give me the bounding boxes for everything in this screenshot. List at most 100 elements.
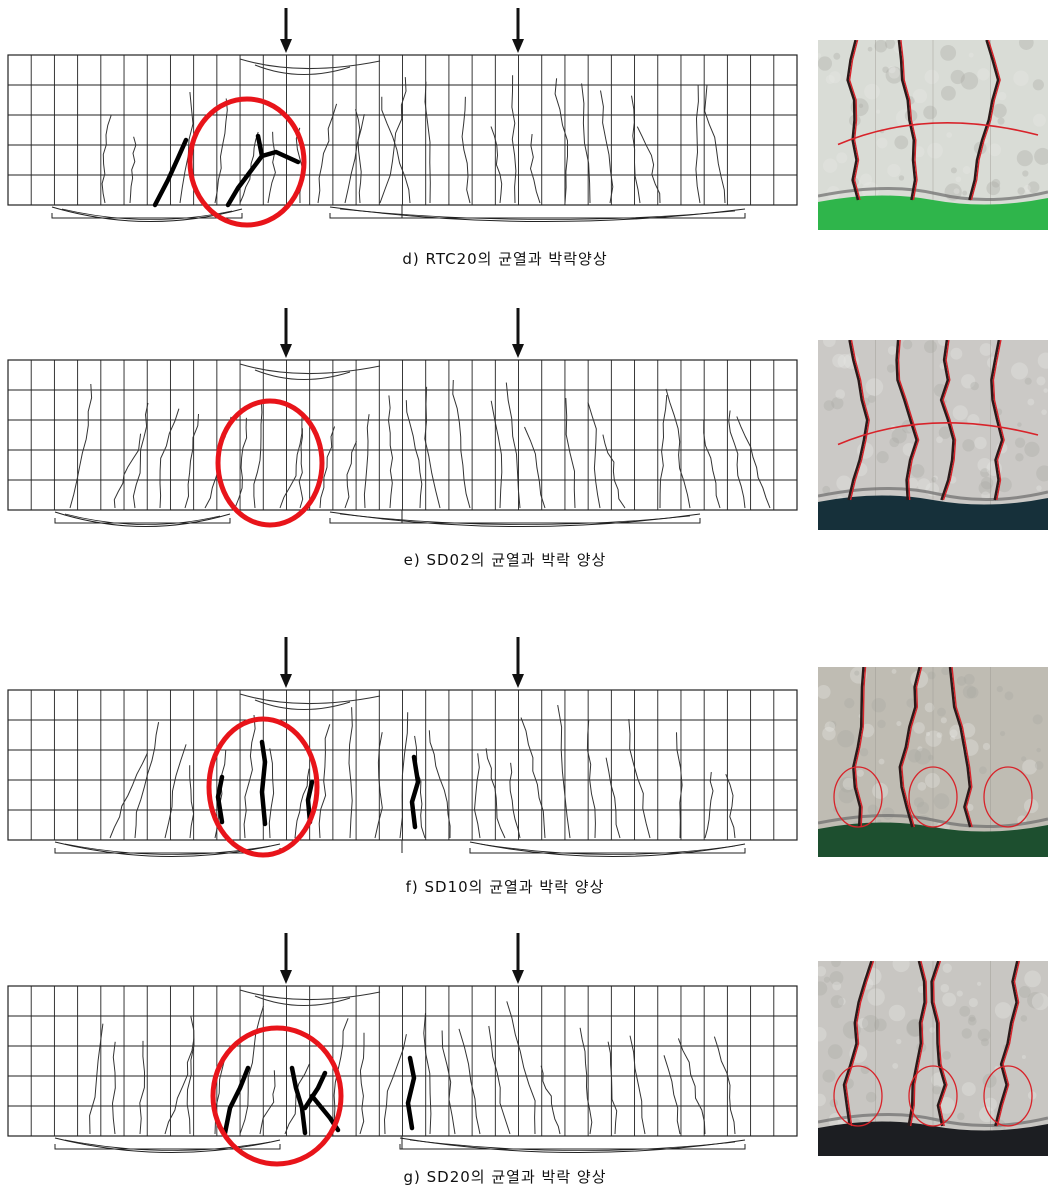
spalled-bottom (818, 822, 1048, 857)
surface-texture (927, 671, 936, 680)
crack-line (602, 434, 626, 509)
crushing-crack (254, 699, 351, 710)
surface-texture (917, 478, 931, 492)
deflection-curve (339, 208, 736, 220)
surface-texture (968, 997, 978, 1008)
surface-texture (829, 971, 844, 985)
spalling-crack (289, 1065, 308, 1136)
surface-texture (1036, 747, 1041, 753)
surface-texture (1025, 189, 1031, 194)
surface-texture (1004, 691, 1014, 701)
surface-texture (823, 976, 831, 983)
surface-texture (981, 491, 990, 501)
crack-line (379, 77, 407, 204)
surface-texture (822, 726, 836, 741)
crack-line (159, 408, 180, 509)
surface-texture (888, 67, 900, 79)
surface-texture (924, 772, 940, 789)
crack-line (374, 732, 383, 839)
surface-texture (940, 44, 957, 61)
surface-texture (1017, 187, 1025, 195)
surface-texture (960, 72, 979, 90)
spall-outline (54, 518, 231, 524)
crack-line (134, 722, 160, 839)
surface-texture (925, 730, 942, 747)
surface-texture (867, 395, 876, 403)
surface-texture (898, 175, 905, 181)
photo-crack (895, 340, 918, 501)
surface-texture (938, 1096, 955, 1114)
surface-texture (818, 1093, 826, 1107)
surface-texture (876, 137, 888, 149)
surface-texture (828, 71, 841, 84)
surface-texture (1041, 409, 1047, 415)
surface-texture (1032, 79, 1044, 91)
surface-texture (988, 143, 1002, 157)
crack-line (676, 732, 683, 839)
crack-line (184, 413, 199, 509)
surface-texture (1031, 993, 1048, 1011)
load-arrow-icon (512, 674, 524, 688)
surface-texture (888, 65, 896, 74)
surface-texture (961, 374, 976, 389)
surface-texture (963, 673, 975, 685)
surface-texture (857, 1017, 869, 1029)
spalled-bottom (818, 495, 1048, 530)
crack-line (234, 417, 248, 509)
surface-texture (839, 776, 856, 793)
crack-line (414, 735, 426, 839)
crack-line (461, 96, 471, 204)
surface-texture (874, 40, 888, 53)
surface-texture (966, 803, 974, 812)
photo-crack (930, 961, 947, 1127)
surface-texture (937, 707, 946, 717)
surface-texture (896, 720, 902, 727)
caption-e: e) SD02의 균열과 박락 양상 (403, 551, 607, 569)
spalling-highlight-circle (210, 1025, 344, 1167)
surface-texture (871, 698, 886, 713)
surface-texture (822, 158, 838, 173)
crack-line (139, 1040, 146, 1135)
crack-line (344, 441, 357, 509)
load-arrow-icon (512, 344, 524, 358)
surface-texture (818, 56, 833, 71)
surface-texture (978, 481, 993, 495)
surface-texture (829, 1098, 838, 1108)
crushing-crack (254, 369, 351, 380)
surface-texture (818, 1026, 827, 1042)
surface-texture (955, 176, 962, 183)
surface-texture (836, 152, 848, 164)
load-arrow-icon (512, 39, 524, 53)
crack-line (509, 762, 521, 839)
spalling-crack (405, 1055, 417, 1131)
crack-line (179, 92, 194, 204)
marker-loop (908, 1065, 958, 1127)
spall-outline (54, 1144, 281, 1150)
photo-crack (897, 40, 917, 201)
surface-texture (962, 166, 971, 175)
marker-loop (983, 766, 1033, 828)
surface-texture (854, 670, 860, 676)
crack-line (659, 394, 668, 509)
spalling-crack (152, 137, 189, 208)
crushing-crack (239, 693, 381, 705)
crack-line (524, 426, 546, 509)
crack-line (441, 1030, 456, 1135)
spall-edge (818, 1113, 1048, 1128)
deflection-curve (339, 513, 691, 525)
surface-texture (962, 190, 968, 196)
deflection-curve (64, 1139, 271, 1151)
crack-line (725, 774, 736, 839)
beam-crack-diagram-d (7, 8, 798, 228)
panel-d: d) RTC20의 균열과 박락양상 (0, 0, 1051, 270)
surface-texture (837, 730, 855, 748)
deflection-curve (54, 841, 281, 857)
surface-texture (818, 981, 828, 996)
crack-line (629, 1035, 646, 1135)
surface-texture (832, 353, 846, 368)
surface-texture (1034, 147, 1048, 165)
crack-line (383, 1034, 407, 1135)
surface-texture (888, 1004, 906, 1022)
surface-texture (875, 109, 881, 114)
crack-line (704, 84, 726, 204)
